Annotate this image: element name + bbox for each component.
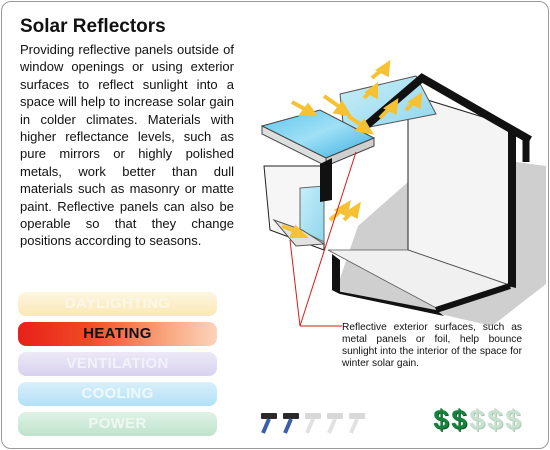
hammer-icon — [283, 413, 299, 434]
category-ventilation[interactable]: VENTILATION — [18, 352, 217, 376]
dollar-icon: $ — [487, 404, 503, 435]
diagram-caption: Reflective exterior surfaces, such as me… — [342, 322, 522, 369]
hammer-icon — [305, 413, 321, 434]
floor-slab — [332, 290, 444, 316]
solar-reflector-diagram — [260, 59, 546, 327]
category-cooling[interactable]: COOLING — [18, 382, 217, 406]
category-daylighting[interactable]: DAYLIGHTING — [18, 292, 217, 316]
hammer-icon — [349, 413, 365, 434]
sun-arrows — [281, 59, 423, 238]
lower-window — [299, 185, 325, 243]
hammer-icon — [261, 413, 277, 434]
hammer-icon — [327, 413, 343, 434]
right-wall — [508, 128, 516, 288]
dollar-icon: $ — [505, 404, 521, 435]
dollar-icon: $ — [451, 404, 467, 435]
page-title: Solar Reflectors — [20, 16, 166, 37]
category-power[interactable]: POWER — [18, 412, 217, 436]
category-heating[interactable]: HEATING — [18, 322, 217, 346]
callout-lines — [289, 151, 357, 327]
cost-rating: $ $ $ $ $ — [432, 404, 522, 436]
description-text: Providing reflective panels outside of w… — [20, 42, 234, 249]
front-wall-section — [320, 158, 332, 202]
dollar-icon: $ — [469, 404, 485, 435]
difficulty-rating — [257, 407, 367, 435]
dollar-icon: $ — [433, 404, 449, 435]
